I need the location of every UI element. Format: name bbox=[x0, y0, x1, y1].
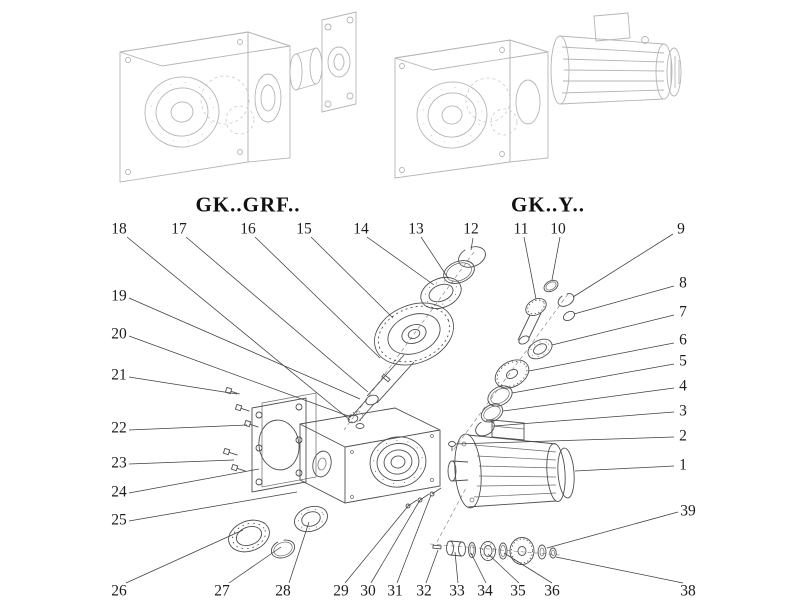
callout-11: 11 bbox=[513, 220, 529, 238]
callout-3: 3 bbox=[679, 402, 687, 420]
output-bearing bbox=[294, 505, 328, 533]
callout-20: 20 bbox=[111, 325, 127, 343]
callout-10: 10 bbox=[550, 220, 566, 238]
callout-26: 26 bbox=[111, 582, 127, 600]
callout-12: 12 bbox=[463, 220, 479, 238]
callout-30: 30 bbox=[360, 582, 376, 600]
grf-input-flange bbox=[289, 11, 357, 113]
upper-ball-bearing bbox=[420, 276, 462, 310]
gearbox-drawing-grf bbox=[119, 11, 357, 183]
callout-34: 34 bbox=[477, 582, 493, 600]
callout-23: 23 bbox=[111, 454, 127, 472]
callout-6: 6 bbox=[679, 331, 687, 349]
callout-17: 17 bbox=[171, 220, 187, 238]
callout-35: 35 bbox=[510, 582, 526, 600]
breather-plug bbox=[448, 441, 456, 451]
callout-21: 21 bbox=[111, 366, 127, 384]
y-motor bbox=[550, 12, 682, 105]
callout-18: 18 bbox=[111, 220, 127, 238]
callout-9: 9 bbox=[677, 220, 685, 238]
callout-19: 19 bbox=[111, 287, 127, 305]
callout-24: 24 bbox=[111, 483, 127, 501]
callout-16: 16 bbox=[240, 220, 256, 238]
motor-shaft-parts bbox=[432, 537, 557, 565]
callout-2: 2 bbox=[679, 427, 687, 445]
callout-4: 4 bbox=[679, 377, 687, 395]
gearbox-drawing-y bbox=[394, 12, 682, 179]
callout-22: 22 bbox=[111, 419, 127, 437]
output-snap-ring bbox=[270, 539, 296, 559]
electric-motor bbox=[447, 419, 575, 509]
callout-33: 33 bbox=[449, 582, 465, 600]
callout-28: 28 bbox=[275, 582, 291, 600]
callout-39: 39 bbox=[680, 502, 696, 520]
motor-mounting-screws bbox=[405, 487, 442, 509]
callout-29: 29 bbox=[333, 582, 349, 600]
input-rings bbox=[543, 279, 576, 322]
callout-27: 27 bbox=[214, 582, 230, 600]
callout-31: 31 bbox=[387, 582, 403, 600]
variant-label-grf: GK..GRF.. bbox=[195, 192, 301, 217]
intermediate-gear bbox=[494, 359, 530, 389]
callout-7: 7 bbox=[679, 303, 687, 321]
oil-seal bbox=[228, 519, 270, 553]
callout-38: 38 bbox=[680, 582, 696, 600]
flange-bolts bbox=[222, 386, 259, 472]
callout-36: 36 bbox=[544, 582, 560, 600]
exploded-view bbox=[125, 233, 684, 584]
callout-14: 14 bbox=[353, 220, 369, 238]
callout-13: 13 bbox=[408, 220, 424, 238]
callout-5: 5 bbox=[679, 352, 687, 370]
callout-15: 15 bbox=[296, 220, 312, 238]
mounting-flange-plate bbox=[251, 392, 317, 493]
input-bearing bbox=[527, 338, 553, 360]
bevel-pinion-shaft bbox=[517, 298, 547, 345]
leader-lines bbox=[125, 233, 684, 584]
callout-25: 25 bbox=[111, 511, 127, 529]
variant-label-y: GK..Y.. bbox=[511, 192, 585, 217]
gear-housing bbox=[299, 407, 441, 504]
callout-32: 32 bbox=[416, 582, 432, 600]
output-gear bbox=[374, 302, 454, 366]
callout-8: 8 bbox=[679, 274, 687, 292]
callout-1: 1 bbox=[679, 456, 687, 474]
